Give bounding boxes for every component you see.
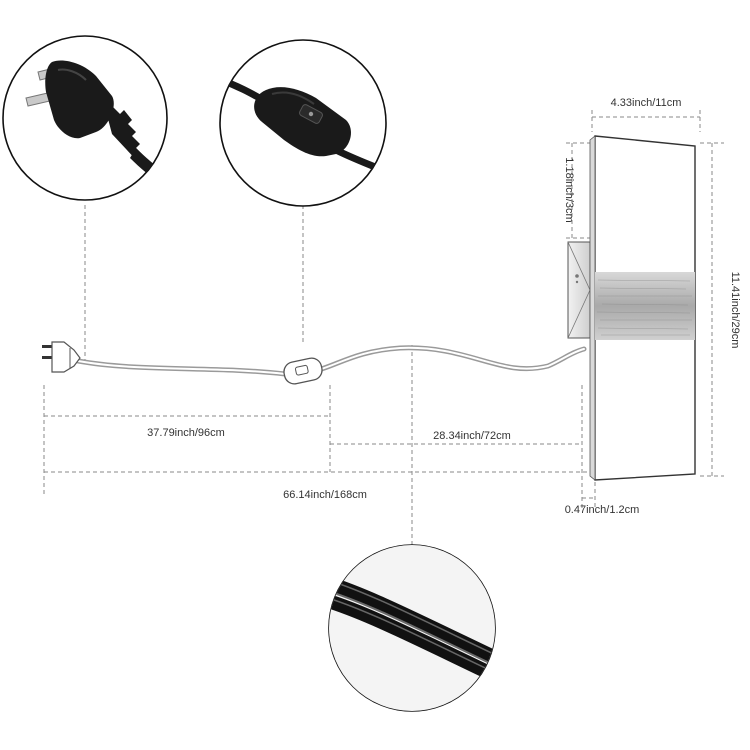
- us-plug-icon: [25, 60, 167, 200]
- label-depth: 0.47inch/1.2cm: [565, 504, 640, 516]
- small-plug-icon: [42, 341, 81, 373]
- wall-lamp: [567, 135, 696, 481]
- label-height: 11.41inch/29cm: [729, 272, 741, 349]
- label-bracket: 1.18inch/3cm: [563, 157, 575, 222]
- label-cord-168: 66.14inch/168cm: [283, 489, 367, 501]
- power-cord: [75, 345, 587, 377]
- dimension-lines: [43, 110, 724, 510]
- dimension-labels: 4.33inch/11cm 11.41inch/29cm 1.18inch/3c…: [147, 97, 741, 516]
- cable-detail-callout: [328, 544, 496, 712]
- small-switch-icon: [283, 357, 323, 385]
- label-cord-96: 37.79inch/96cm: [147, 427, 225, 439]
- switch-detail-callout: [219, 39, 387, 207]
- leader-lines: [84, 205, 413, 545]
- label-cord-72: 28.34inch/72cm: [433, 430, 511, 442]
- plug-detail-callout: [2, 35, 168, 201]
- label-width: 4.33inch/11cm: [611, 97, 682, 109]
- twin-cable-icon: [329, 545, 495, 711]
